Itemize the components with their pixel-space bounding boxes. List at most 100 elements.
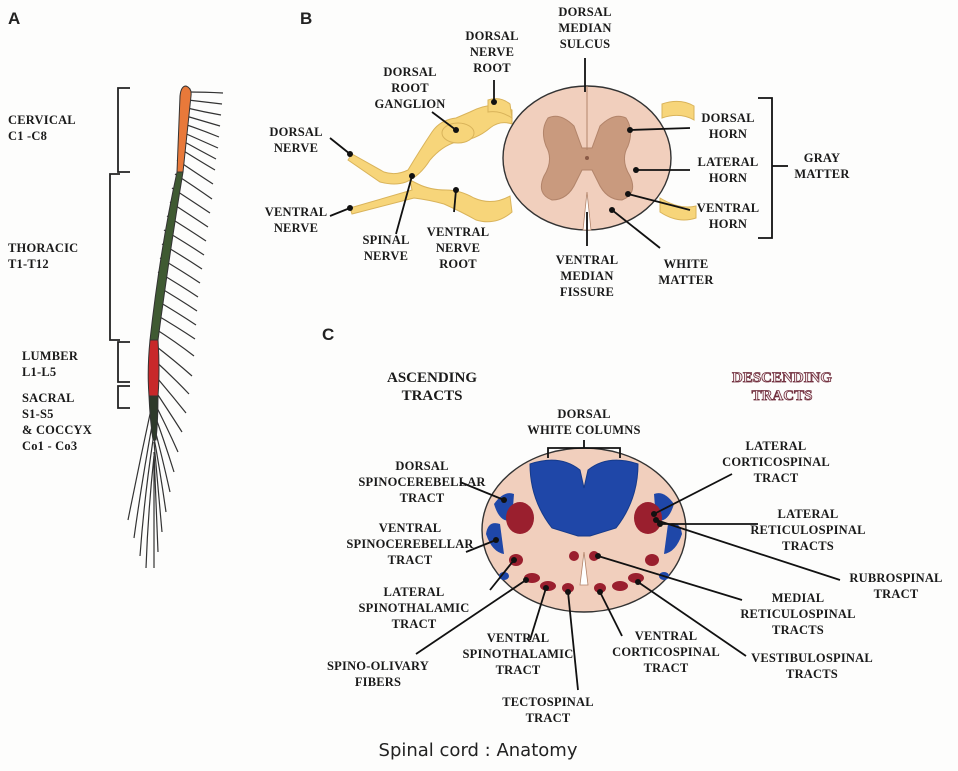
svg-text:DORSAL: DORSAL xyxy=(395,459,448,473)
label-thoracic: THORACIC T1-T12 xyxy=(8,241,78,271)
label-tectospinal: TECTOSPINAL TRACT xyxy=(502,695,594,725)
panel-a-label: A xyxy=(8,9,20,28)
svg-text:RUBROSPINAL: RUBROSPINAL xyxy=(849,571,942,585)
svg-text:SPINO-OLIVARY: SPINO-OLIVARY xyxy=(327,659,429,673)
svg-text:NERVE: NERVE xyxy=(364,249,408,263)
panel-b-cord-section xyxy=(503,86,671,230)
svg-text:Co1 - Co3: Co1 - Co3 xyxy=(22,439,77,453)
label-dorsal-root-ganglion: DORSAL ROOT GANGLION xyxy=(374,65,445,111)
label-lateral-horn: LATERAL HORN xyxy=(698,155,759,185)
svg-text:VENTRAL: VENTRAL xyxy=(635,629,698,643)
svg-text:LATERAL: LATERAL xyxy=(778,507,839,521)
label-ventral-spinothalamic: VENTRAL SPINOTHALAMIC TRACT xyxy=(463,631,574,677)
svg-text:SPINOTHALAMIC: SPINOTHALAMIC xyxy=(463,647,574,661)
svg-text:MATTER: MATTER xyxy=(658,273,714,287)
svg-text:DESCENDING: DESCENDING xyxy=(732,370,832,386)
svg-text:WHITE COLUMNS: WHITE COLUMNS xyxy=(527,423,640,437)
svg-text:SPINOCEREBELLAR: SPINOCEREBELLAR xyxy=(358,475,486,489)
svg-text:THORACIC: THORACIC xyxy=(8,241,78,255)
label-rubrospinal: RUBROSPINAL TRACT xyxy=(849,571,942,601)
svg-text:SULCUS: SULCUS xyxy=(560,37,611,51)
label-vestibulospinal: VESTIBULOSPINAL TRACTS xyxy=(751,651,873,681)
region-brackets xyxy=(110,88,130,408)
svg-text:LATERAL: LATERAL xyxy=(746,439,807,453)
svg-text:L1-L5: L1-L5 xyxy=(22,365,56,379)
svg-text:HORN: HORN xyxy=(709,217,747,231)
label-lumber: LUMBER L1-L5 xyxy=(22,349,79,379)
label-ventral-spinocerebellar: VENTRAL SPINOCEREBELLAR TRACT xyxy=(346,521,474,567)
spinal-nerves xyxy=(128,92,223,568)
svg-text:CERVICAL: CERVICAL xyxy=(8,113,76,127)
label-gray-matter: GRAY MATTER xyxy=(794,151,850,181)
svg-text:VENTRAL: VENTRAL xyxy=(697,201,760,215)
svg-text:FISSURE: FISSURE xyxy=(560,285,614,299)
label-ventral-nerve: VENTRAL NERVE xyxy=(265,205,328,235)
svg-text:TRACTS: TRACTS xyxy=(752,388,813,404)
svg-text:DORSAL: DORSAL xyxy=(465,29,518,43)
svg-text:VENTRAL: VENTRAL xyxy=(556,253,619,267)
svg-text:SPINOCEREBELLAR: SPINOCEREBELLAR xyxy=(346,537,474,551)
svg-text:GRAY: GRAY xyxy=(804,151,840,165)
svg-text:TECTOSPINAL: TECTOSPINAL xyxy=(502,695,594,709)
label-medial-reticulospinal: MEDIAL RETICULOSPINAL TRACTS xyxy=(740,591,855,637)
label-dorsal-median-sulcus: DORSAL MEDIAN SULCUS xyxy=(558,5,611,51)
svg-text:ROOT: ROOT xyxy=(391,81,429,95)
svg-text:TRACT: TRACT xyxy=(392,617,437,631)
svg-text:TRACTS: TRACTS xyxy=(782,539,834,553)
svg-text:HORN: HORN xyxy=(709,171,747,185)
svg-text:LUMBER: LUMBER xyxy=(22,349,79,363)
svg-text:DORSAL: DORSAL xyxy=(383,65,436,79)
label-ventral-corticospinal: VENTRAL CORTICOSPINAL TRACT xyxy=(612,629,720,675)
svg-text:ROOT: ROOT xyxy=(473,61,511,75)
svg-text:VENTRAL: VENTRAL xyxy=(487,631,550,645)
svg-text:& COCCYX: & COCCYX xyxy=(22,423,92,437)
svg-text:GANGLION: GANGLION xyxy=(374,97,445,111)
svg-text:TRACTS: TRACTS xyxy=(402,388,463,404)
label-spino-olivary: SPINO-OLIVARY FIBERS xyxy=(327,659,429,689)
label-lateral-corticospinal: LATERAL CORTICOSPINAL TRACT xyxy=(722,439,830,485)
figure-caption: Spinal cord : Anatomy xyxy=(379,740,578,761)
svg-text:SPINOTHALAMIC: SPINOTHALAMIC xyxy=(359,601,470,615)
svg-text:NERVE: NERVE xyxy=(274,141,318,155)
label-cervical: CERVICAL C1 -C8 xyxy=(8,113,76,143)
label-white-matter: WHITE MATTER xyxy=(658,257,714,287)
svg-text:MEDIAL: MEDIAL xyxy=(772,591,825,605)
label-ventral-nerve-root: VENTRAL NERVE ROOT xyxy=(427,225,490,271)
svg-text:CORTICOSPINAL: CORTICOSPINAL xyxy=(722,455,830,469)
svg-text:ASCENDING: ASCENDING xyxy=(387,370,477,386)
svg-text:HORN: HORN xyxy=(709,127,747,141)
svg-text:VENTRAL: VENTRAL xyxy=(265,205,328,219)
label-lateral-spinothalamic: LATERAL SPINOTHALAMIC TRACT xyxy=(359,585,470,631)
svg-text:TRACT: TRACT xyxy=(496,663,541,677)
label-ascending-tracts: ASCENDING TRACTS xyxy=(387,370,477,404)
svg-text:VENTRAL: VENTRAL xyxy=(427,225,490,239)
label-dorsal-horn: DORSAL HORN xyxy=(701,111,754,141)
svg-text:TRACT: TRACT xyxy=(754,471,799,485)
svg-text:T1-T12: T1-T12 xyxy=(8,257,49,271)
svg-text:TRACT: TRACT xyxy=(526,711,571,725)
label-ventral-median-fissure: VENTRAL MEDIAN FISSURE xyxy=(556,253,619,299)
label-dorsal-nerve: DORSAL NERVE xyxy=(269,125,322,155)
svg-text:SPINAL: SPINAL xyxy=(362,233,409,247)
label-dorsal-white-columns: DORSAL WHITE COLUMNS xyxy=(527,407,640,437)
svg-text:MEDIAN: MEDIAN xyxy=(558,21,611,35)
svg-text:ROOT: ROOT xyxy=(439,257,477,271)
label-dorsal-nerve-root: DORSAL NERVE ROOT xyxy=(465,29,518,75)
svg-text:LATERAL: LATERAL xyxy=(698,155,759,169)
svg-text:RETICULOSPINAL: RETICULOSPINAL xyxy=(750,523,865,537)
svg-text:MATTER: MATTER xyxy=(794,167,850,181)
panel-c-label: C xyxy=(322,325,334,344)
svg-text:S1-S5: S1-S5 xyxy=(22,407,54,421)
panel-c-cord-section xyxy=(482,448,686,612)
svg-text:TRACT: TRACT xyxy=(874,587,919,601)
label-ventral-horn: VENTRAL HORN xyxy=(697,201,760,231)
svg-text:DORSAL: DORSAL xyxy=(269,125,322,139)
svg-text:TRACT: TRACT xyxy=(388,553,433,567)
label-dorsal-spinocerebellar: DORSAL SPINOCEREBELLAR TRACT xyxy=(358,459,486,505)
svg-text:NERVE: NERVE xyxy=(470,45,514,59)
svg-text:FIBERS: FIBERS xyxy=(355,675,401,689)
label-descending-tracts: DESCENDING TRACTS xyxy=(732,370,832,404)
svg-text:NERVE: NERVE xyxy=(274,221,318,235)
svg-text:VENTRAL: VENTRAL xyxy=(379,521,442,535)
